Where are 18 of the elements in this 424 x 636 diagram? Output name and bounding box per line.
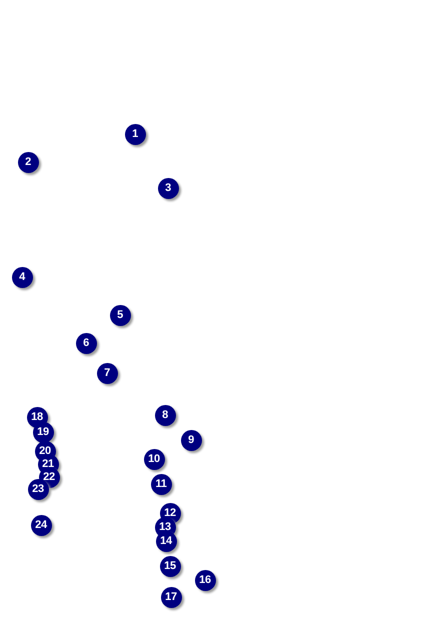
callout-number: 1 (124, 124, 146, 144)
callout-number: 7 (96, 362, 118, 384)
callout-number: 19 (32, 422, 54, 442)
callout-number: 10 (144, 448, 164, 470)
callout-number: 16 (194, 570, 216, 590)
callout-number: 15 (160, 556, 180, 576)
callout-number: 17 (160, 586, 182, 608)
callout-number: 8 (154, 404, 176, 426)
callout-number: 23 (28, 478, 48, 500)
callout-number: 9 (180, 430, 202, 450)
callout-number: 11 (150, 474, 172, 494)
callout-number: 5 (110, 304, 130, 326)
callout-number: 14 (156, 530, 176, 552)
callout-number: 24 (30, 514, 52, 536)
callout-number: 4 (12, 266, 32, 288)
callout-number: 3 (158, 178, 178, 198)
callout-number: 2 (18, 152, 38, 172)
callout-number: 6 (76, 332, 96, 354)
